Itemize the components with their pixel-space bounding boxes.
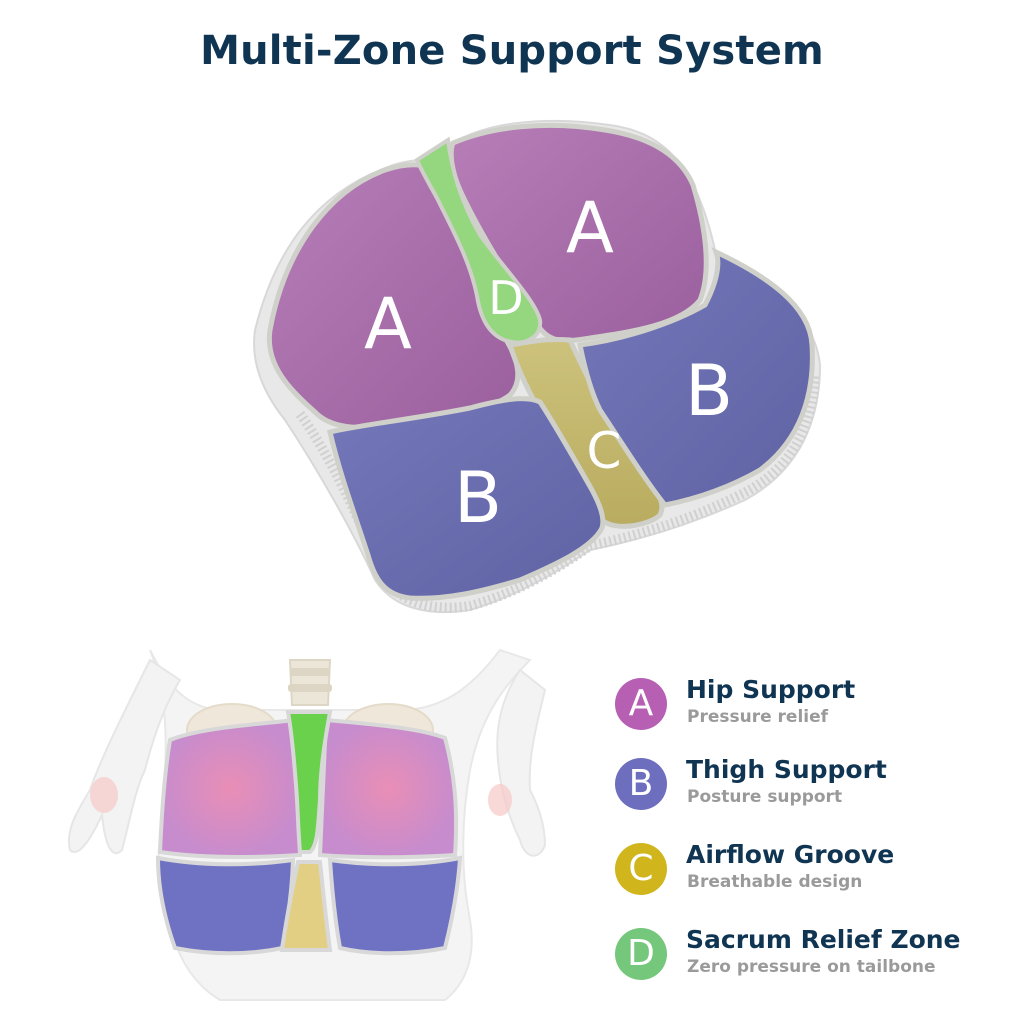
legend-item-sacrum-relief-zone: D Sacrum Relief Zone Zero pressure on ta… xyxy=(615,920,1010,982)
body-zone-a-right-shape xyxy=(317,717,459,860)
body-zone-b-right-shape xyxy=(327,855,463,956)
right-arm-shape xyxy=(496,668,547,857)
body-zone-d-shape xyxy=(285,710,333,854)
body-zone-c-shape xyxy=(279,860,333,952)
zone-label-c: C xyxy=(587,422,622,480)
legend-subtitle-thigh-support: Posture support xyxy=(687,787,843,807)
body-zone-a-left-shape xyxy=(157,717,303,859)
spine-segment-2 xyxy=(288,684,332,692)
legend-title-airflow-groove: Airflow Groove xyxy=(686,840,895,869)
legend-badge-b: B xyxy=(615,758,667,810)
zone-label-b-right: B xyxy=(685,350,733,432)
legend-title-sacrum-relief-zone: Sacrum Relief Zone xyxy=(686,925,961,954)
spine-segment-1 xyxy=(290,668,330,676)
zone-label-b-left: B xyxy=(454,457,502,539)
zone-b-left-shape xyxy=(326,396,606,601)
body-zone-b-left-shape xyxy=(155,855,296,956)
legend-title-hip-support: Hip Support xyxy=(686,675,856,704)
page-title: Multi-Zone Support System xyxy=(200,28,824,74)
legend-badge-a: A xyxy=(615,678,667,730)
legend-item-thigh-support: B Thigh Support Posture support xyxy=(615,750,1010,812)
zone-label-d: D xyxy=(488,271,523,325)
right-wrist-glow xyxy=(488,784,512,816)
legend-item-airflow-groove: C Airflow Groove Breathable design xyxy=(615,835,1010,897)
left-wrist-glow xyxy=(90,777,118,813)
legend-badge-c: C xyxy=(615,843,667,895)
zone-legend: A Hip Support Pressure relief B Thigh Su… xyxy=(615,670,1010,1000)
legend-badge-d: D xyxy=(615,928,667,980)
zone-b-right-shape xyxy=(577,247,815,508)
legend-subtitle-hip-support: Pressure relief xyxy=(687,707,829,727)
spine-shape xyxy=(288,659,332,706)
zone-label-a-left: A xyxy=(364,283,412,365)
legend-item-hip-support: A Hip Support Pressure relief xyxy=(615,670,1010,732)
zone-label-a-right: A xyxy=(566,187,614,269)
legend-subtitle-airflow-groove: Breathable design xyxy=(687,872,863,892)
legend-title-thigh-support: Thigh Support xyxy=(686,755,887,784)
legend-subtitle-sacrum-relief-zone: Zero pressure on tailbone xyxy=(687,957,936,977)
